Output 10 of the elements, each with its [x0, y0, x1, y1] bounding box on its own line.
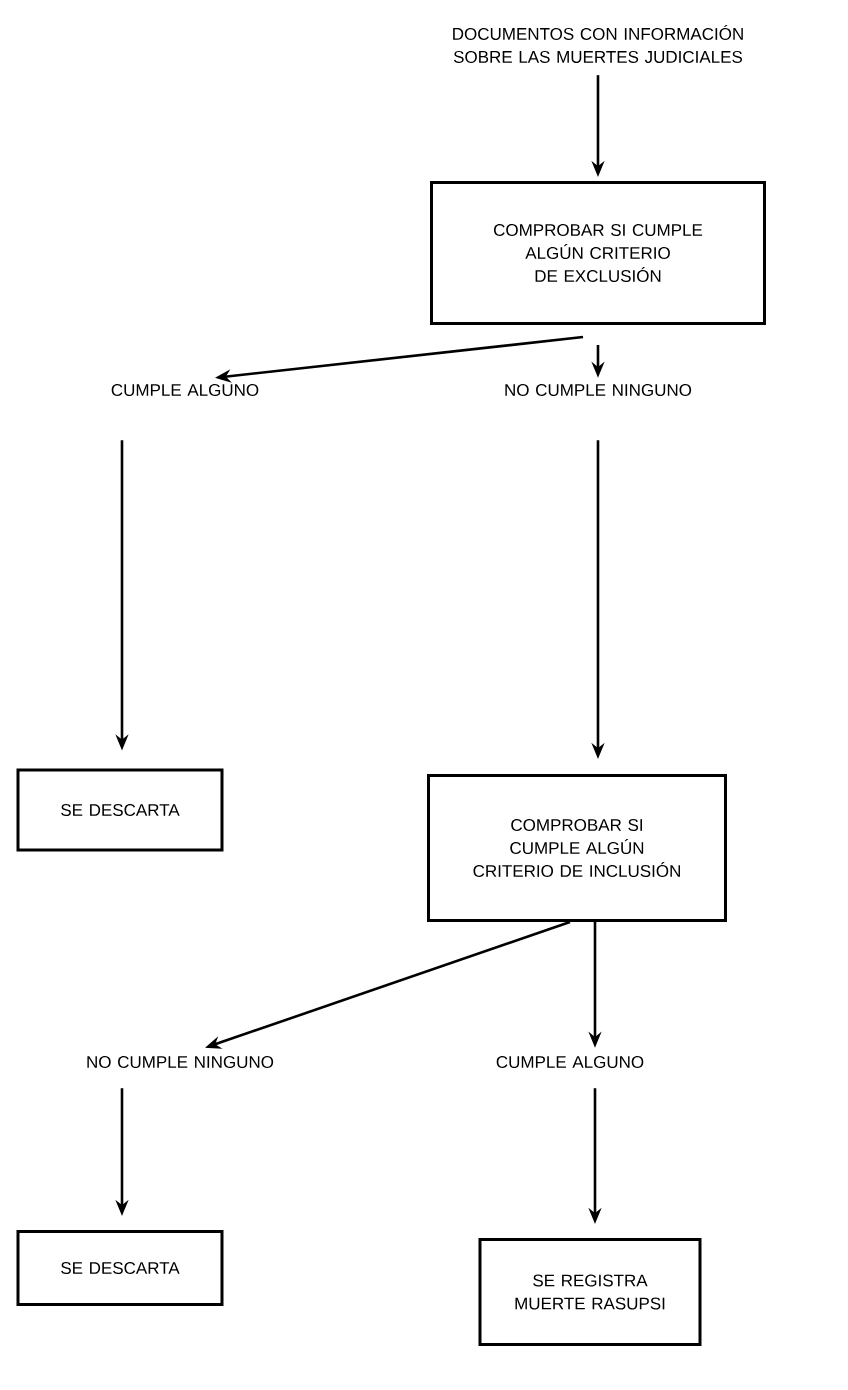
process-box: COMPROBAR SI CUMPLE ALGÚN CRITERIO DE EXCLUSIÓN: [430, 181, 766, 325]
node-label: DOCUMENTOS CON INFORMACIÓN SOBRE LAS MUERTES JUDICIALES: [453, 25, 743, 63]
node-label: CUMPLE ALGUNO: [111, 384, 259, 397]
process-box: SE DESCARTA: [16, 768, 224, 852]
process-box: SE DESCARTA: [16, 1230, 224, 1306]
node-label: CUMPLE ALGUNO: [496, 1056, 644, 1069]
process-box: SE REGISTRA MUERTE RASUPSI: [478, 1238, 702, 1346]
node-label: NO CUMPLE NINGUNO: [87, 1056, 274, 1069]
process-box: COMPROBAR SI CUMPLE ALGÚN CRITERIO DE INCLUSIÓN: [427, 774, 727, 922]
node-label: NO CUMPLE NINGUNO: [505, 384, 692, 397]
